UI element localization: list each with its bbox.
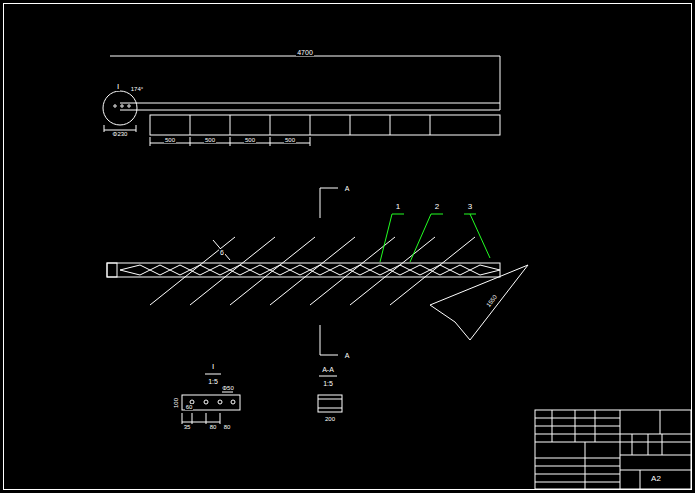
view-mark: I <box>211 363 215 371</box>
dimension: 500 <box>244 137 256 143</box>
dimension: 500 <box>164 137 176 143</box>
drawing-frame <box>4 4 692 490</box>
section-a-a <box>318 376 342 412</box>
top-view <box>103 56 500 146</box>
dimension: 60 <box>185 404 194 410</box>
dimension: 200 <box>324 416 336 422</box>
angle-dimension: 6 <box>219 249 225 256</box>
angle-dimension: 174° <box>130 86 144 92</box>
dimension: 4700 <box>296 49 314 56</box>
detail-mark: I <box>116 83 120 91</box>
section-mark: A <box>344 352 351 359</box>
scale: 1:5 <box>322 380 334 387</box>
dimension: Φ50 <box>221 385 234 391</box>
title-block <box>535 410 691 489</box>
callout-number: 1 <box>395 203 401 211</box>
dimension: Φ230 <box>112 131 129 137</box>
detail-i <box>182 374 240 424</box>
section-mark: A <box>344 185 351 192</box>
dimension: 35 <box>183 424 192 430</box>
dimension: 500 <box>204 137 216 143</box>
dimension: 500 <box>284 137 296 143</box>
sheet-size: A2 <box>650 475 662 483</box>
dimension: 100 <box>173 397 179 409</box>
view-mark: A-A <box>321 366 335 373</box>
main-view <box>107 188 528 355</box>
callout-number: 2 <box>434 203 440 211</box>
leader-lines <box>380 214 490 262</box>
callout-number: 3 <box>467 203 473 211</box>
dimension: 80 <box>223 424 232 430</box>
dimension: 80 <box>209 424 218 430</box>
dimension: 1550 <box>485 293 499 309</box>
scale: 1:5 <box>207 378 219 385</box>
